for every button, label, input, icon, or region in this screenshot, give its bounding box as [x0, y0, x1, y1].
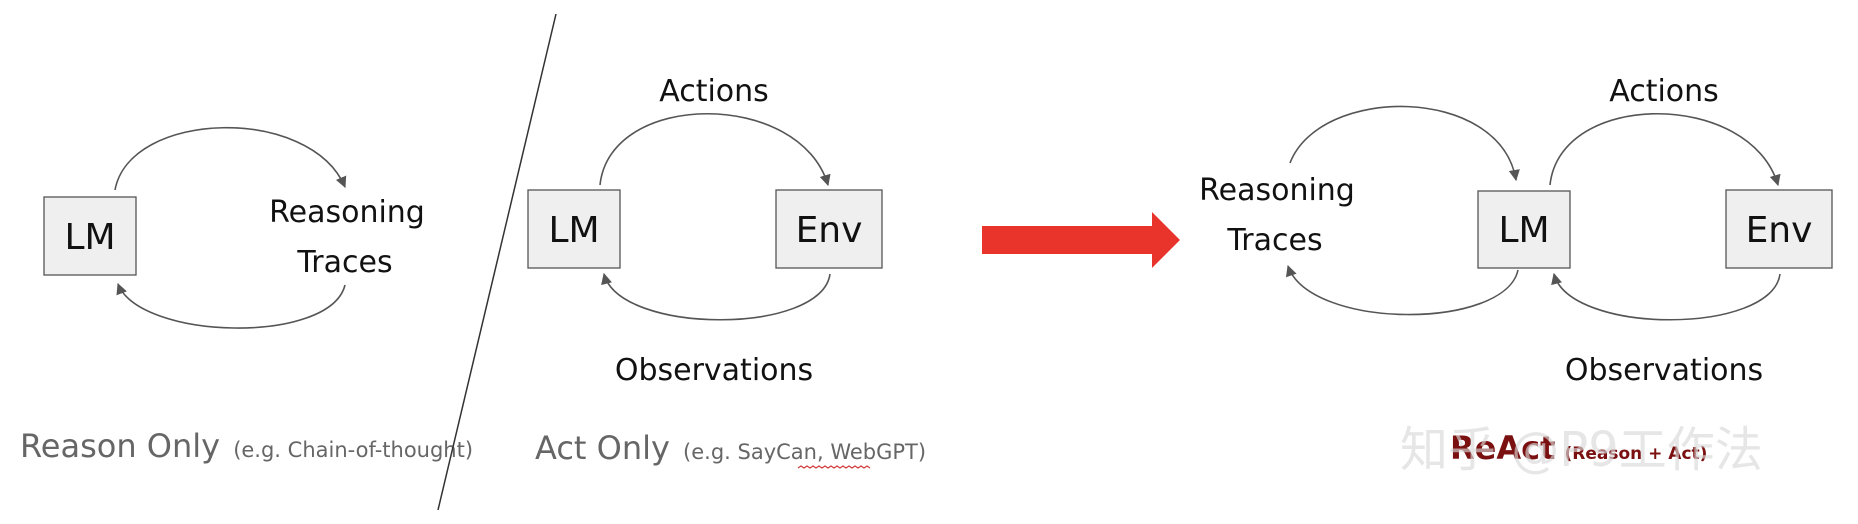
arc-reasoning-to-lm: [1289, 105, 1520, 182]
caption-sub-text: (e.g. SayCan, WebGPT): [683, 440, 926, 464]
env-box-label: Env: [1746, 210, 1813, 251]
reasoning-label: Reasoning: [269, 195, 425, 230]
actions-label: Actions: [659, 74, 769, 109]
caption-react: ReAct (Reason + Act): [1450, 429, 1707, 467]
caption-main-text: ReAct: [1450, 429, 1555, 467]
lm-box: LM: [527, 189, 621, 269]
panel-act-only: LM Env Actions Observations Act Only (e.…: [527, 74, 926, 469]
transition-arrow-icon: [982, 212, 1180, 268]
arc-lm-to-env: [599, 112, 831, 187]
caption-sub-text: (Reason + Act): [1564, 444, 1707, 464]
caption-main-text: Act Only: [535, 429, 670, 467]
panel-reason-only: LM Reasoning Traces Reason Only (e.g. Ch…: [20, 126, 473, 465]
env-box-label: Env: [796, 210, 863, 251]
actions-label: Actions: [1609, 74, 1719, 109]
traces-label: Traces: [1226, 223, 1322, 258]
panel-react: LM Env Reasoning Traces Actions Observat…: [1199, 74, 1833, 467]
traces-label: Traces: [296, 245, 392, 280]
watermark-text: 知乎 @P9工作法: [1400, 422, 1763, 478]
caption-act-only: Act Only (e.g. SayCan, WebGPT): [535, 429, 926, 467]
panel-divider: [437, 13, 557, 511]
lm-box-label: LM: [64, 217, 115, 258]
lm-box: LM: [43, 196, 137, 276]
caption-main-text: Reason Only: [20, 427, 220, 465]
observations-label: Observations: [615, 353, 813, 388]
env-box: Env: [1725, 189, 1833, 269]
reasoning-label: Reasoning: [1199, 173, 1355, 208]
lm-box-label: LM: [548, 210, 599, 251]
arc-lm-to-env: [1549, 112, 1781, 187]
env-box: Env: [775, 189, 883, 269]
lm-box: LM: [1477, 190, 1571, 269]
lm-box-label: LM: [1498, 210, 1549, 251]
caption-sub-text: (e.g. Chain-of-thought): [233, 438, 473, 462]
arc-lm-to-reasoning: [1286, 264, 1519, 316]
arc-lm-to-reasoning: [114, 126, 347, 191]
arc-reasoning-to-lm: [116, 282, 346, 329]
arc-env-to-lm: [601, 272, 831, 321]
arc-env-to-lm: [1551, 272, 1781, 321]
caption-reason-only: Reason Only (e.g. Chain-of-thought): [20, 427, 473, 465]
spellcheck-underline: [797, 465, 871, 469]
observations-label: Observations: [1565, 353, 1763, 388]
